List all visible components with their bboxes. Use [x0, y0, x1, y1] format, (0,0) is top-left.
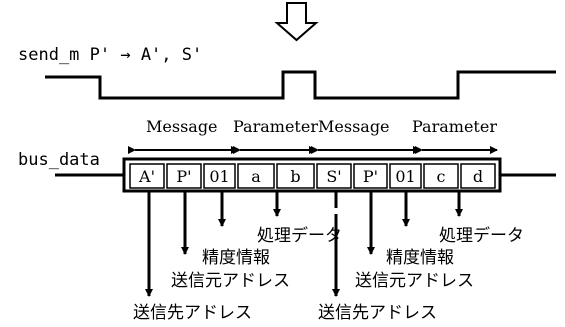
- packet-cell: [389, 163, 422, 189]
- packet-cell: [423, 163, 459, 189]
- bus-data-label: bus_data: [18, 150, 100, 170]
- packet-cell-text: P': [363, 167, 378, 186]
- packet-cell: [460, 163, 496, 189]
- processing-data-label-1: 処理データ: [257, 225, 342, 246]
- pointer-arrows: [145, 192, 463, 297]
- packet-cell-text: S': [326, 167, 341, 186]
- parameter-label-2: Parameter: [412, 117, 497, 136]
- packet-cell-text: P': [176, 167, 191, 186]
- packet-cell: [166, 163, 202, 189]
- send-command-label: send_m P' → A', S': [18, 45, 202, 65]
- packet-cells: A' P' 01 a b S' P' 01 c d: [129, 163, 496, 189]
- send-signal-waveform: [45, 70, 556, 100]
- packet-cell-text: a: [251, 167, 261, 186]
- parameter-label-1: Parameter: [233, 117, 318, 136]
- processing-data-label-2: 処理データ: [439, 225, 524, 246]
- packet-cell-text: A': [138, 167, 155, 186]
- packet-cell: [129, 163, 165, 189]
- precision-info-label-2: 精度情報: [386, 248, 454, 268]
- packet-cell-text: d: [473, 167, 483, 186]
- packet-cell-text: b: [290, 167, 300, 186]
- packet-cell: [203, 163, 236, 189]
- destination-address-label-1: 送信先アドレス: [133, 303, 252, 323]
- source-address-label-2: 送信元アドレス: [355, 271, 474, 291]
- trigger-arrow-icon: [274, 2, 319, 42]
- packet-cell: [276, 163, 315, 189]
- precision-info-label-1: 精度情報: [202, 248, 270, 268]
- message-label-2: Message: [318, 117, 390, 136]
- source-address-label-1: 送信元アドレス: [171, 271, 290, 291]
- destination-address-label-2: 送信先アドレス: [318, 303, 437, 323]
- packet-cell-text: 01: [395, 167, 415, 186]
- packet-cell: [353, 163, 388, 189]
- packet-cell: [237, 163, 275, 189]
- packet-cell-text: 01: [209, 167, 229, 186]
- packet-cell-text: c: [437, 167, 446, 186]
- message-label-1: Message: [146, 117, 218, 136]
- packet-cell: [316, 163, 352, 189]
